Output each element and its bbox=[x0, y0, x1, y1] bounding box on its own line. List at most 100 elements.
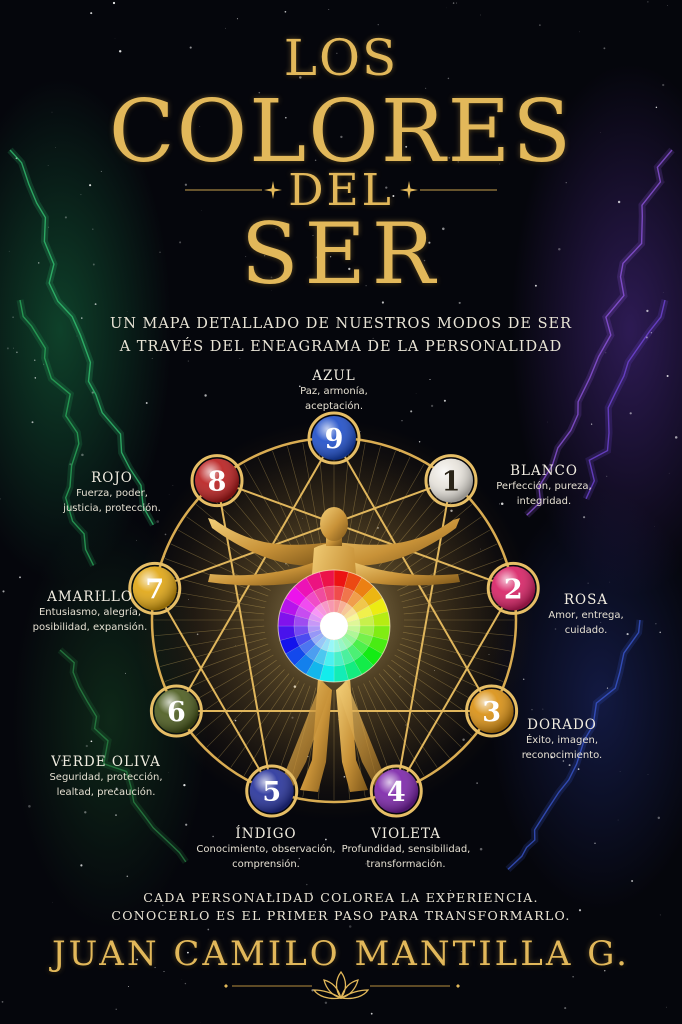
point-8-orb: 8 bbox=[190, 454, 244, 508]
star bbox=[306, 883, 308, 886]
star bbox=[359, 965, 361, 966]
star bbox=[587, 582, 589, 584]
star bbox=[458, 301, 461, 304]
star bbox=[91, 391, 94, 394]
star bbox=[605, 352, 607, 354]
ray bbox=[154, 625, 265, 636]
star bbox=[583, 516, 586, 519]
star bbox=[6, 347, 9, 350]
star bbox=[245, 256, 247, 258]
label-desc-2: cuidado. bbox=[564, 625, 608, 636]
star bbox=[430, 404, 434, 408]
label-blanco: BLANCO Perfección, pureza, integridad. bbox=[486, 463, 602, 509]
star bbox=[55, 146, 57, 148]
star bbox=[626, 633, 629, 636]
star bbox=[31, 421, 34, 424]
star bbox=[365, 849, 368, 852]
star bbox=[183, 783, 186, 787]
lotus-icon bbox=[312, 970, 370, 1000]
star bbox=[558, 247, 561, 251]
star bbox=[594, 842, 596, 844]
ray bbox=[387, 664, 473, 736]
star bbox=[292, 68, 294, 70]
point-7-orb: 7 bbox=[128, 561, 182, 615]
star bbox=[184, 183, 188, 186]
star bbox=[447, 894, 449, 896]
nebula-strand bbox=[9, 149, 154, 526]
label-desc-2: aceptación. bbox=[304, 401, 364, 412]
star bbox=[329, 105, 332, 108]
star bbox=[310, 892, 313, 895]
star bbox=[135, 539, 138, 541]
label-desc-1: Seguridad, protección, bbox=[49, 772, 163, 783]
star bbox=[497, 110, 500, 113]
label-azul: AZUL Paz, armonía, aceptación. bbox=[276, 368, 392, 414]
ray bbox=[357, 450, 396, 555]
star bbox=[355, 228, 356, 230]
star bbox=[179, 241, 182, 244]
star bbox=[550, 755, 553, 759]
star bbox=[664, 181, 666, 183]
label-desc-2: lealtad, precaución. bbox=[56, 787, 156, 798]
star bbox=[43, 363, 45, 365]
star bbox=[568, 764, 571, 767]
star bbox=[115, 814, 117, 816]
star bbox=[156, 520, 159, 523]
star bbox=[442, 227, 445, 231]
star bbox=[89, 184, 92, 187]
ray bbox=[218, 673, 290, 759]
star bbox=[538, 139, 540, 141]
label-desc-2: justicia, protección. bbox=[63, 503, 161, 514]
ray bbox=[363, 456, 411, 557]
star bbox=[619, 770, 621, 772]
label-name: VERDE OLIVA bbox=[51, 754, 161, 770]
ray bbox=[257, 456, 305, 557]
star bbox=[531, 709, 533, 711]
ray bbox=[402, 631, 512, 652]
star bbox=[476, 782, 478, 784]
title-ser: SER bbox=[240, 205, 442, 303]
star bbox=[499, 503, 500, 505]
label-name: DORADO bbox=[527, 717, 597, 733]
nebula-strand bbox=[585, 299, 666, 500]
label-desc-1: Conocimiento, observación, bbox=[196, 844, 336, 855]
label-name: ROJO bbox=[91, 470, 133, 486]
point-number: 7 bbox=[145, 574, 164, 605]
star bbox=[312, 235, 314, 236]
label-amarillo: AMARILLO Entusiasmo, alegría, posibilida… bbox=[18, 589, 162, 635]
star bbox=[37, 262, 40, 264]
star bbox=[48, 226, 49, 228]
star bbox=[401, 420, 403, 422]
star bbox=[562, 760, 565, 762]
star bbox=[606, 475, 608, 477]
star bbox=[126, 875, 129, 878]
star bbox=[269, 894, 272, 897]
star bbox=[499, 163, 501, 165]
enneagram-line bbox=[395, 587, 515, 792]
star bbox=[606, 687, 609, 689]
point-2-orb: 2 bbox=[486, 561, 540, 615]
star bbox=[80, 194, 82, 196]
star bbox=[184, 982, 187, 985]
star bbox=[76, 335, 78, 337]
ray bbox=[272, 450, 311, 555]
ray bbox=[195, 664, 281, 736]
star bbox=[292, 942, 294, 944]
star bbox=[372, 337, 374, 339]
star bbox=[199, 126, 201, 127]
point-number: 9 bbox=[325, 424, 344, 455]
star bbox=[655, 623, 657, 625]
star bbox=[415, 393, 417, 394]
tagline-line-2: CONOCERLO ES EL PRIMER PASO PARA TRANSFO… bbox=[111, 908, 571, 923]
star bbox=[631, 879, 634, 883]
wheel-center bbox=[320, 612, 348, 640]
star bbox=[92, 263, 95, 266]
star bbox=[284, 10, 287, 13]
star bbox=[577, 768, 580, 770]
star bbox=[52, 901, 53, 903]
ray bbox=[164, 643, 269, 682]
point-4-orb: 4 bbox=[369, 764, 423, 818]
label-rojo: ROJO Fuerza, poder, justicia, protección… bbox=[50, 470, 174, 516]
star bbox=[115, 787, 118, 790]
star bbox=[365, 285, 367, 287]
